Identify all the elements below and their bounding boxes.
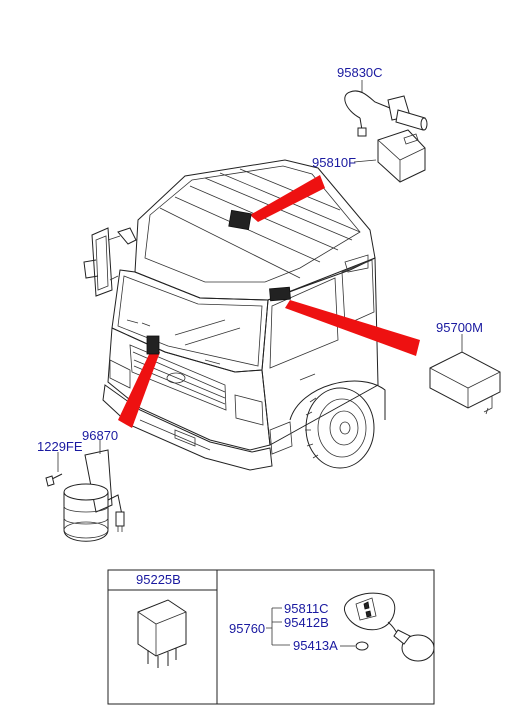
arrow-95810F [250, 175, 325, 222]
arrow-96870 [118, 348, 160, 428]
label-95760: 95760 [229, 621, 265, 636]
pointer-arrows [118, 175, 420, 428]
side-mirror [83, 227, 137, 297]
battery-95413A [355, 641, 369, 651]
dash-module [146, 335, 160, 355]
label-95700M: 95700M [436, 320, 483, 335]
front-wheel [305, 387, 375, 469]
key-fob [344, 592, 435, 662]
label-1229FE: 1229FE [37, 439, 83, 454]
parts-table [107, 569, 435, 705]
bolt-1229FE [45, 473, 63, 487]
roof-module [228, 209, 252, 231]
horn-96870 [63, 449, 125, 542]
bracket-95760 [266, 607, 290, 646]
label-95830C: 95830C [337, 65, 383, 80]
relay-95225B [137, 599, 187, 668]
label-95412B: 95412B [284, 615, 329, 630]
label-95413A: 95413A [293, 638, 338, 653]
label-96870: 96870 [82, 428, 118, 443]
module-95810F [377, 129, 426, 183]
leader-lines [57, 80, 463, 472]
label-95810F: 95810F [312, 155, 356, 170]
module-95700M [429, 351, 501, 415]
antenna-95830C [344, 90, 428, 137]
cab-module [269, 286, 291, 302]
label-95811C: 95811C [284, 601, 329, 616]
label-95225B: 95225B [136, 572, 181, 587]
arrow-95700M [285, 300, 420, 356]
